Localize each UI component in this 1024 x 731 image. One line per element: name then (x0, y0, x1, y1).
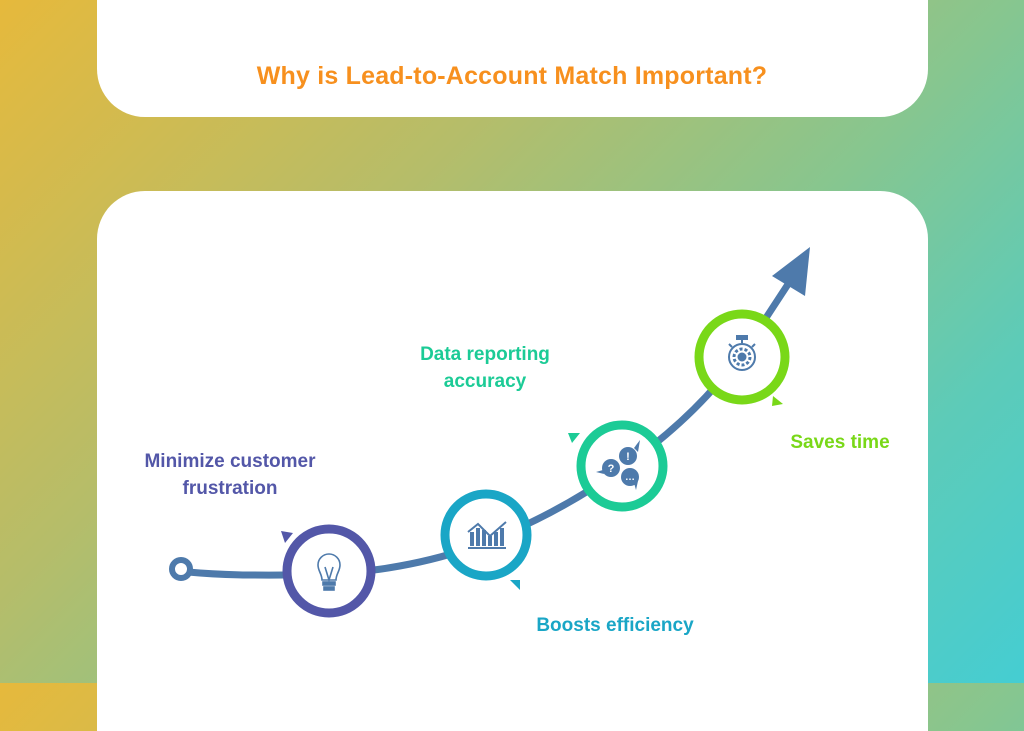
pointer-triangle (772, 396, 783, 406)
speech-bubbles-icon: ! ? … (596, 440, 640, 490)
svg-text:…: … (625, 472, 635, 483)
start-node (169, 557, 193, 581)
step-node-4 (694, 309, 790, 406)
step-label-2: Boosts efficiency (536, 615, 694, 636)
step-node-2 (440, 489, 532, 590)
svg-text:!: ! (626, 451, 630, 463)
pointer-triangle (568, 433, 580, 443)
bar-chart-trend-icon (467, 521, 507, 549)
page-title: Why is Lead-to-Account Match Important? (256, 62, 768, 90)
stopwatch-gear-icon (728, 335, 756, 371)
step-node-3: ! ? … (568, 420, 668, 512)
lightbulb-icon (317, 553, 341, 591)
pointer-triangle (281, 531, 293, 543)
step-label-4: Saves time (790, 432, 890, 453)
step-node-1 (281, 524, 376, 618)
pointer-triangle (510, 580, 520, 590)
title-card (97, 0, 928, 117)
arrow-head-icon (772, 247, 810, 296)
growth-path-diagram: ! ? … (169, 247, 810, 618)
svg-text:?: ? (608, 463, 615, 475)
step-label-3: Data reporting accuracy (420, 344, 550, 392)
step-label-1: Minimize customer frustration (144, 451, 316, 499)
